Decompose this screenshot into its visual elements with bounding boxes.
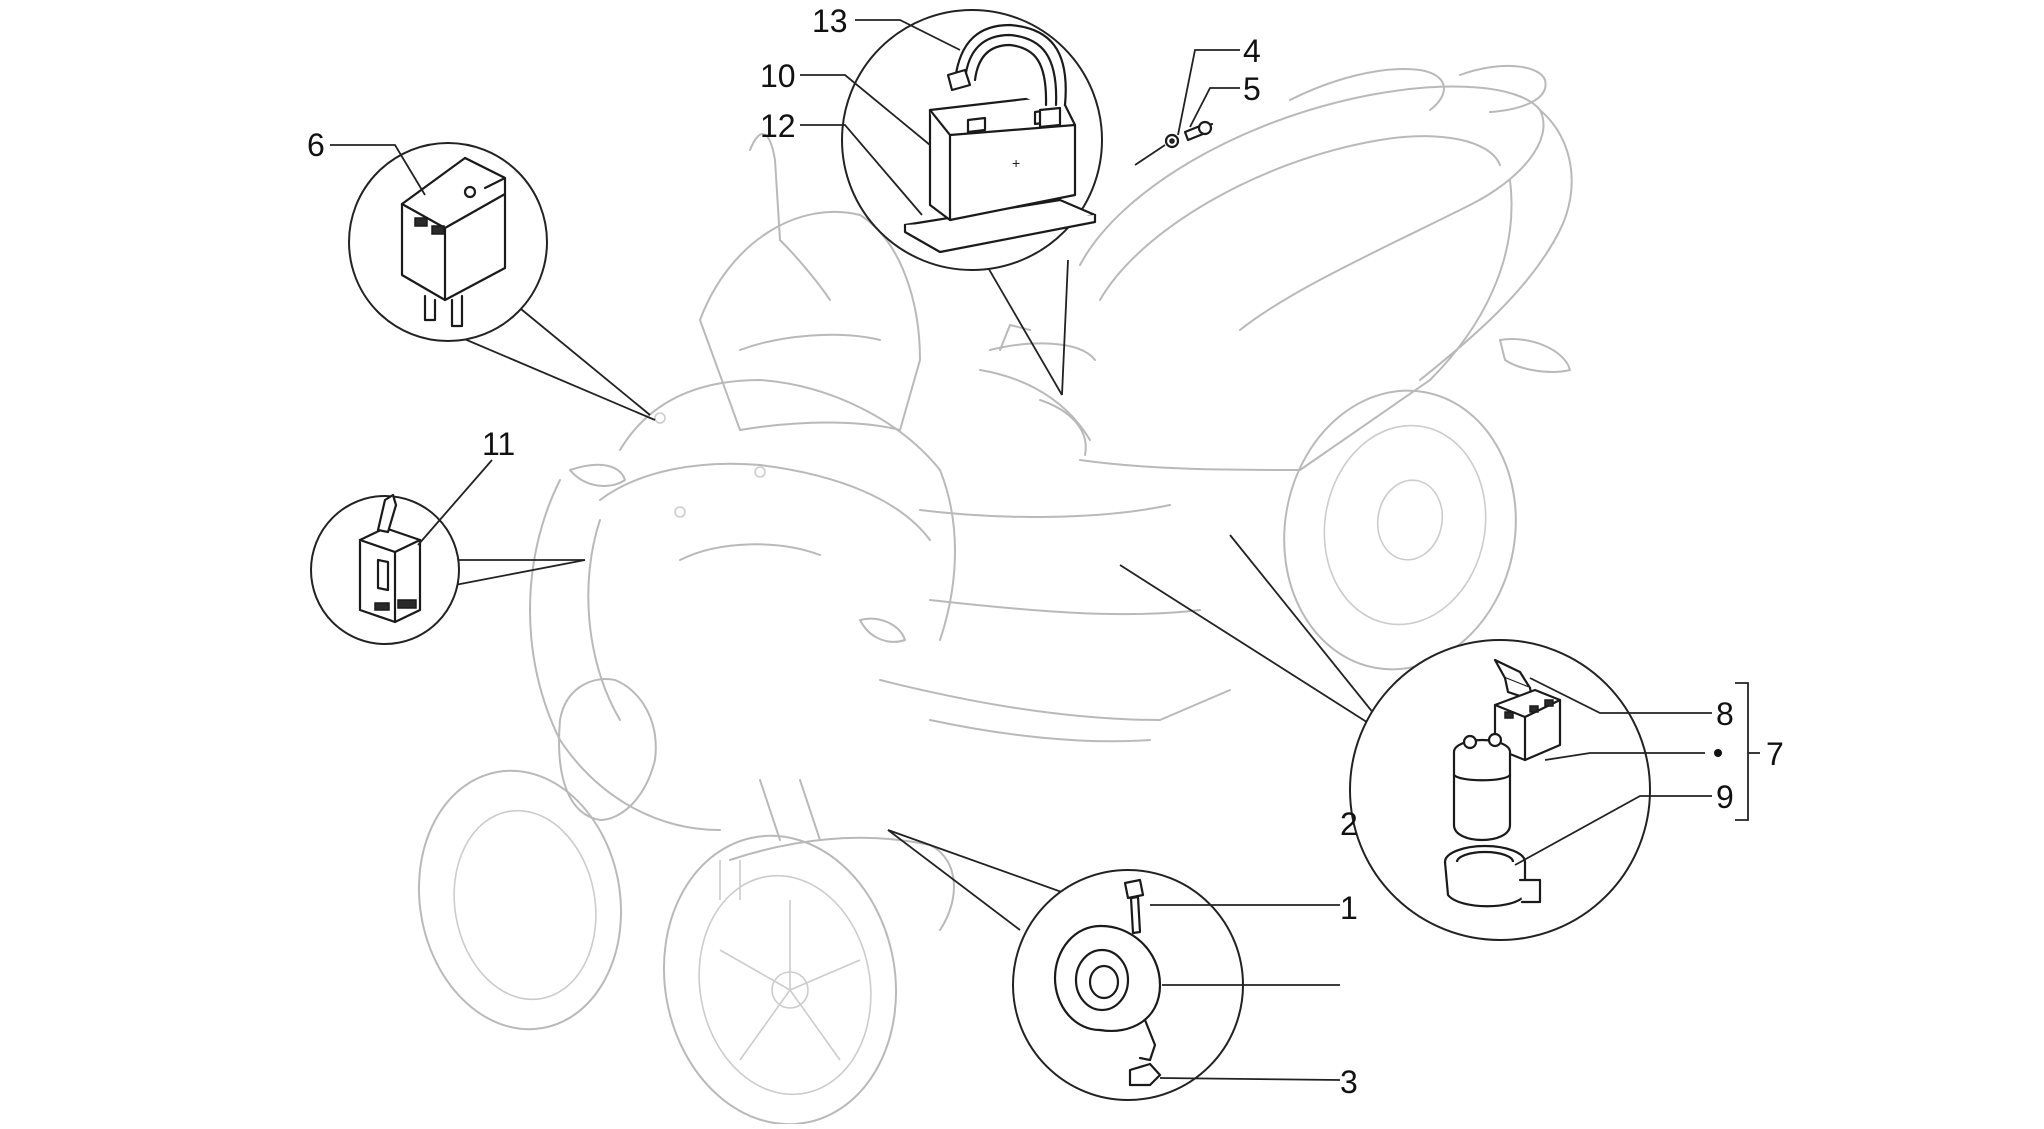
svg-text:+: + (1012, 155, 1020, 171)
detail-relay (330, 142, 656, 421)
washer-icon (1164, 133, 1180, 149)
callout-labels: 1 2 3 4 5 6 7 8 9 10 11 12 13 (307, 3, 1784, 1100)
callout-1: 1 (1340, 890, 1358, 926)
group-dot (1714, 749, 1722, 757)
callout-11: 11 (482, 426, 515, 462)
callout-9: 9 (1716, 779, 1734, 815)
detail-starter (1119, 534, 1760, 941)
callout-2: 2 (1340, 806, 1358, 842)
battery-icon: + (903, 23, 1097, 254)
screw-icon (1183, 120, 1214, 142)
detail-battery: + (800, 9, 1103, 396)
callout-12: 12 (760, 108, 796, 144)
stop-light-switch-icon (358, 493, 422, 624)
detail-horn (887, 829, 1341, 1101)
callout-4: 4 (1243, 33, 1261, 69)
callout-3: 3 (1340, 1064, 1358, 1100)
detail-switch (310, 459, 586, 645)
relay-icon (400, 156, 507, 328)
callout-13: 13 (812, 3, 848, 39)
callout-7: 7 (1766, 736, 1784, 772)
callout-10: 10 (760, 58, 796, 94)
horn-icon (1053, 878, 1162, 1087)
callout-6: 6 (307, 127, 325, 163)
scooter-outline (417, 64, 1573, 1126)
callout-5: 5 (1243, 71, 1261, 107)
screws (1134, 49, 1240, 166)
callout-8: 8 (1716, 696, 1734, 732)
starter-solenoid-icon (1443, 658, 1562, 908)
